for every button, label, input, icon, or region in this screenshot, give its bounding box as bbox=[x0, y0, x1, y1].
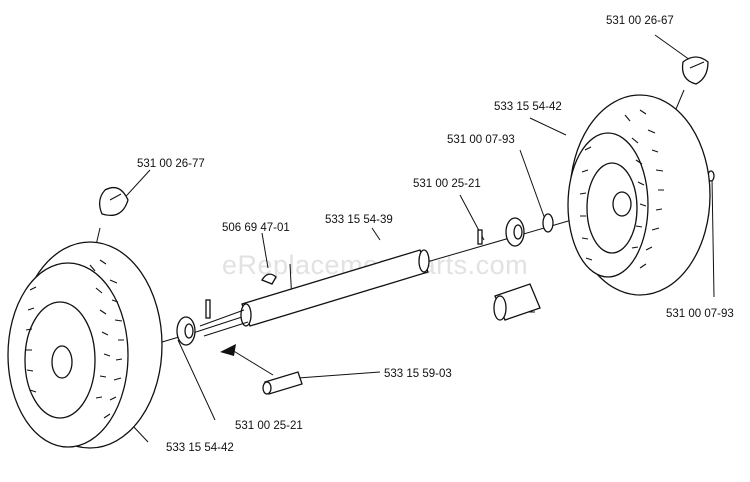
label-washer-right: 531 00 07-93 bbox=[447, 134, 515, 146]
spacer-right bbox=[493, 283, 541, 321]
axle-part bbox=[59, 205, 621, 373]
right-washer bbox=[542, 213, 554, 233]
key-part bbox=[205, 229, 483, 319]
label-key: 506 69 47-01 bbox=[222, 222, 290, 234]
label-bearing-left: 531 00 25-21 bbox=[235, 420, 303, 432]
label-clip-left: 531 00 26-77 bbox=[137, 158, 205, 170]
right-bearing bbox=[505, 217, 525, 247]
spacer-left bbox=[262, 371, 303, 395]
label-bearing-right: 531 00 25-21 bbox=[413, 178, 481, 190]
left-wheel bbox=[7, 241, 163, 449]
arrow-icon bbox=[220, 344, 236, 356]
label-tire-right: 533 15 54-42 bbox=[494, 101, 562, 113]
label-axle: 533 15 54-39 bbox=[325, 214, 393, 226]
label-spacer: 533 15 59-03 bbox=[384, 368, 452, 380]
label-tire-left: 533 15 54-42 bbox=[166, 442, 234, 454]
left-bearing bbox=[176, 316, 196, 346]
label-washer-far-right: 531 00 07-93 bbox=[666, 308, 734, 320]
left-clip bbox=[98, 186, 129, 217]
right-wheel bbox=[567, 94, 711, 296]
right-clip bbox=[681, 56, 709, 85]
label-clip-right: 531 00 26-67 bbox=[606, 15, 674, 27]
